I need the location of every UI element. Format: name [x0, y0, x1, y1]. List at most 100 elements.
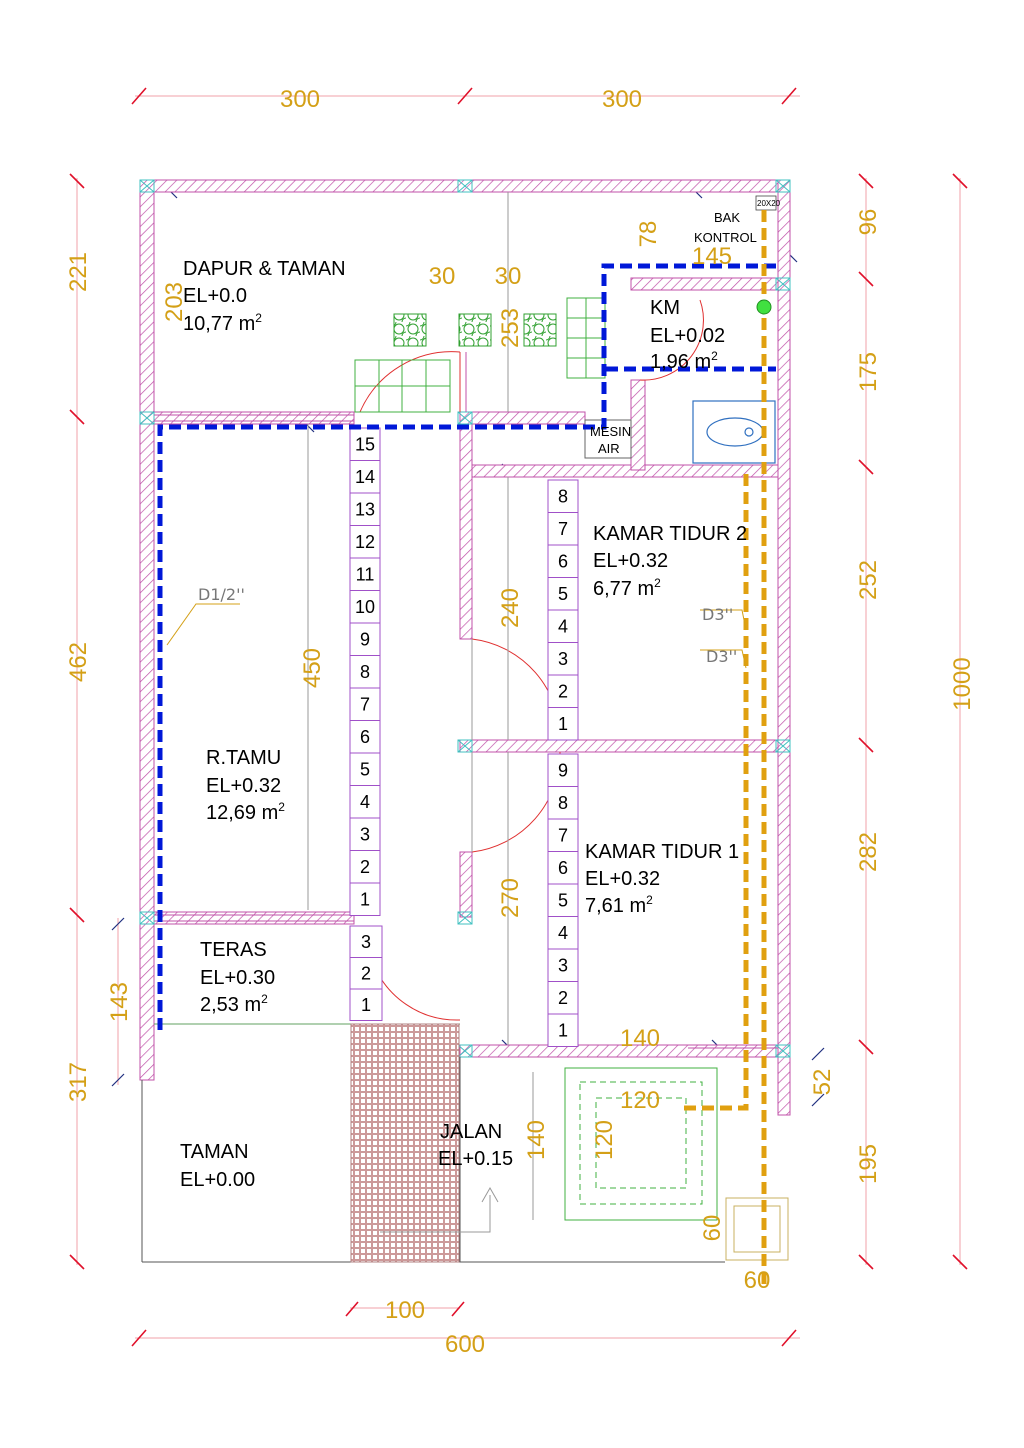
pipe-d12-label: D1/2'': [198, 585, 245, 604]
stair-step: [547, 707, 579, 741]
room-teras-el: EL+0.30: [200, 967, 275, 989]
drain-line: [684, 210, 767, 1285]
dim-120-v: 120: [591, 1120, 618, 1160]
dim-right-252: 252: [855, 560, 882, 600]
stair-step: [349, 460, 381, 494]
stair-step-number: 3: [360, 824, 370, 844]
dimension-labels: 300 300 600 100 221 462 317 143 96 175 2…: [65, 86, 976, 1358]
dim-left-462: 462: [65, 642, 92, 682]
dim-203: 203: [161, 282, 188, 322]
stair-step-number: 2: [361, 963, 371, 983]
room-dapur-el: EL+0.0: [183, 285, 247, 307]
stair-step-number: 1: [361, 995, 371, 1015]
dim-right-195: 195: [855, 1144, 882, 1184]
dim-right-96: 96: [855, 209, 882, 236]
inspection-box: [725, 1197, 789, 1261]
dim-top-right: 300: [602, 86, 642, 113]
doors: [359, 299, 704, 1021]
dim-60-v: 60: [699, 1215, 726, 1242]
misc-labels: BAK KONTROL 20X20 MESIN AIR D1/2'' D3'' …: [198, 199, 781, 666]
bak-size-label: 20X20: [757, 199, 781, 208]
bak-label-1: BAK: [714, 210, 740, 225]
dim-left-317: 317: [65, 1062, 92, 1102]
septic-tank: [564, 1067, 718, 1221]
dim-30a: 30: [429, 263, 456, 290]
stair-step-number: 1: [558, 714, 568, 734]
room-jalan-el: EL+0.15: [438, 1148, 513, 1170]
stair-step-number: 4: [360, 792, 370, 812]
pipe-d3b-label: D3'': [706, 647, 737, 666]
stair-step-number: 11: [356, 564, 375, 584]
stair-step: [547, 577, 579, 611]
stair-step: [547, 512, 579, 546]
stair-step-number: 9: [360, 629, 370, 649]
dim-total-1000: 1000: [949, 657, 976, 710]
dim-right-52: 52: [809, 1069, 836, 1096]
dim-450: 450: [299, 648, 326, 688]
dim-120-h: 120: [620, 1087, 660, 1114]
dim-left-221: 221: [65, 252, 92, 292]
stair-step: [349, 427, 381, 461]
room-teras-area: 2,53 m2: [200, 992, 268, 1016]
stair-step: [547, 479, 579, 513]
dim-78: 78: [635, 221, 662, 248]
room-tamu-el: EL+0.32: [206, 775, 281, 797]
stair-step: [547, 642, 579, 676]
dim-right-282: 282: [855, 832, 882, 872]
stair-step-number: 2: [558, 988, 568, 1008]
dim-bottom-600: 600: [445, 1331, 485, 1358]
stair-step: [349, 957, 383, 990]
room-tamu-name: R.TAMU: [206, 747, 281, 769]
room-kamar1-name: KAMAR TIDUR 1: [585, 841, 739, 863]
room-km-el: EL+0.02: [650, 325, 725, 347]
dim-140-bottom: 140: [620, 1025, 660, 1052]
stair-step-number: 6: [558, 551, 568, 571]
stair-step-number: 15: [355, 434, 375, 454]
pipe-d3a-label: D3'': [702, 605, 733, 624]
stair-step: [349, 590, 381, 624]
dimension-lines: [76, 95, 961, 1339]
dim-270: 270: [497, 878, 524, 918]
room-kamar1-area: 7,61 m2: [585, 893, 653, 917]
water-supply-line: [157, 263, 776, 1030]
stair-step: [349, 882, 381, 916]
stair-step-number: 4: [558, 923, 568, 943]
room-teras-name: TERAS: [200, 939, 267, 961]
stair-step: [547, 1013, 579, 1047]
stair-step: [547, 818, 579, 852]
dim-left-143: 143: [106, 982, 133, 1022]
room-kamar1-el: EL+0.32: [585, 868, 660, 890]
stair-step: [547, 674, 579, 708]
stair-step: [349, 850, 381, 884]
stair-step: [547, 851, 579, 885]
stair-step-number: 10: [355, 597, 375, 617]
stair-step-number: 9: [558, 760, 568, 780]
stair-step: [349, 817, 381, 851]
stair-step: [349, 557, 381, 591]
stair-step-number: 8: [558, 793, 568, 813]
dim-253: 253: [497, 308, 524, 348]
dim-140-v: 140: [523, 1120, 550, 1160]
stair-step: [349, 988, 383, 1021]
dim-240: 240: [497, 588, 524, 628]
tick-marks: [69, 87, 968, 1347]
paving-path: [350, 1023, 460, 1263]
stairs-layer: 1514131211109876543213218765432198765432…: [349, 427, 579, 1047]
stair-step: [349, 525, 381, 559]
stair-step-number: 14: [355, 467, 375, 487]
bak-label-2: KONTROL: [694, 230, 757, 245]
stair-step-number: 7: [558, 825, 568, 845]
room-km-area: 1,96 m2: [650, 349, 718, 373]
stair-step: [547, 883, 579, 917]
room-kamar2-el: EL+0.32: [593, 550, 668, 572]
stair-step-number: 5: [558, 890, 568, 910]
stair-step-number: 4: [558, 616, 568, 636]
stair-step: [349, 785, 381, 819]
stair-step: [547, 786, 579, 820]
stair-step-number: 6: [558, 858, 568, 878]
planters: [354, 297, 606, 413]
stair-step: [349, 720, 381, 754]
stair-step-number: 6: [360, 727, 370, 747]
dim-right-175: 175: [855, 352, 882, 392]
wall-joints: [139, 179, 791, 1058]
